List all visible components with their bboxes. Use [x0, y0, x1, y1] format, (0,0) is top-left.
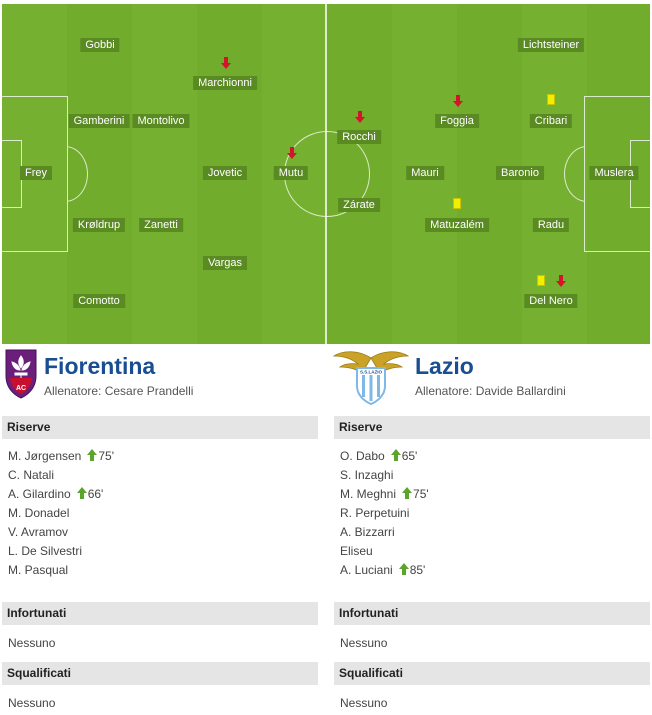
- home-player-label[interactable]: Frey: [20, 166, 52, 180]
- sub-in-arrow-icon: [402, 487, 413, 499]
- svg-text:AC: AC: [16, 385, 26, 392]
- list-item[interactable]: M. Donadel: [8, 506, 70, 520]
- sub-out-arrow-icon: [355, 111, 365, 123]
- sub-out-arrow-icon: [287, 147, 297, 159]
- home-player-label[interactable]: Comotto: [73, 294, 125, 308]
- home-player-label[interactable]: Montolivo: [132, 114, 190, 128]
- list-item[interactable]: V. Avramov: [8, 525, 69, 539]
- home-player-label[interactable]: Gobbi: [80, 38, 120, 52]
- away-team-header: S.S.LAZIO Lazio Allenatore: Davide Balla…: [333, 346, 652, 406]
- yellow-card-icon: [453, 198, 461, 209]
- list-item[interactable]: S. Inzaghi: [340, 468, 394, 482]
- away-injured-value: Nessuno: [340, 636, 388, 650]
- sub-out-arrow-icon: [221, 57, 231, 69]
- list-item[interactable]: R. Perpetuini: [340, 506, 410, 520]
- home-injured-value: Nessuno: [8, 636, 56, 650]
- home-injured-header: Infortunati: [2, 602, 318, 625]
- pitch: Gobbi Marchionni Gamberini Montolivo Fre…: [2, 4, 650, 344]
- away-player-label[interactable]: Rocchi: [337, 130, 381, 144]
- home-player-label[interactable]: Jovetic: [202, 166, 248, 180]
- away-player-label[interactable]: Mauri: [406, 166, 444, 180]
- list-item[interactable]: A. Bizzarri: [340, 525, 395, 539]
- home-team-name[interactable]: Fiorentina: [44, 353, 156, 379]
- sub-in-arrow-icon: [87, 449, 98, 461]
- list-item[interactable]: M. Pasqual: [8, 563, 69, 577]
- away-player-label[interactable]: Foggia: [435, 114, 479, 128]
- svg-text:S.S.LAZIO: S.S.LAZIO: [360, 370, 383, 375]
- list-item[interactable]: C. Natali: [8, 468, 55, 482]
- away-player-label[interactable]: Baronio: [496, 166, 544, 180]
- home-player-label[interactable]: Vargas: [202, 256, 248, 270]
- away-player-label[interactable]: Matuzalém: [425, 218, 489, 232]
- away-player-label[interactable]: Radu: [532, 218, 570, 232]
- away-suspended-header: Squalificati: [334, 662, 650, 685]
- away-player-label[interactable]: Muslera: [589, 166, 639, 180]
- home-suspended-header: Squalificati: [2, 662, 318, 685]
- away-coach: Allenatore: Davide Ballardini: [415, 384, 566, 398]
- sub-in-arrow-icon: [398, 563, 409, 575]
- away-player-label[interactable]: Cribari: [529, 114, 573, 128]
- left-goal-box: [2, 140, 22, 208]
- home-team-header: AC Fiorentina Allenatore: Cesare Prandel…: [0, 346, 320, 406]
- home-suspended-value: Nessuno: [8, 696, 56, 710]
- home-player-label[interactable]: Krøldrup: [72, 218, 126, 232]
- yellow-card-icon: [537, 275, 545, 286]
- home-player-label[interactable]: Zanetti: [139, 218, 183, 232]
- list-item[interactable]: Eliseu: [340, 544, 373, 558]
- away-injured-header: Infortunati: [334, 602, 650, 625]
- away-reserves-header: Riserve: [334, 416, 650, 439]
- sub-in-arrow-icon: [390, 449, 401, 461]
- yellow-card-icon: [547, 94, 555, 105]
- sub-out-arrow-icon: [556, 275, 566, 287]
- home-coach: Allenatore: Cesare Prandelli: [44, 384, 194, 398]
- right-penalty-box: [584, 96, 650, 252]
- home-player-label[interactable]: Marchionni: [193, 76, 257, 90]
- fiorentina-lily-crest-icon: AC: [5, 349, 37, 399]
- home-player-label[interactable]: Gamberini: [68, 114, 130, 128]
- lazio-eagle-crest-icon: S.S.LAZIO: [333, 351, 409, 406]
- home-reserves-header: Riserve: [2, 416, 318, 439]
- away-player-label[interactable]: Del Nero: [524, 294, 578, 308]
- sub-out-arrow-icon: [453, 95, 463, 107]
- away-team-name[interactable]: Lazio: [415, 353, 474, 379]
- away-suspended-value: Nessuno: [340, 696, 388, 710]
- sub-in-arrow-icon: [76, 487, 87, 499]
- left-penalty-box: [2, 96, 68, 252]
- list-item[interactable]: L. De Silvestri: [8, 544, 83, 558]
- home-player-label[interactable]: Mutu: [273, 166, 309, 180]
- away-player-label[interactable]: Lichtsteiner: [517, 38, 585, 52]
- away-player-label[interactable]: Zárate: [338, 198, 380, 212]
